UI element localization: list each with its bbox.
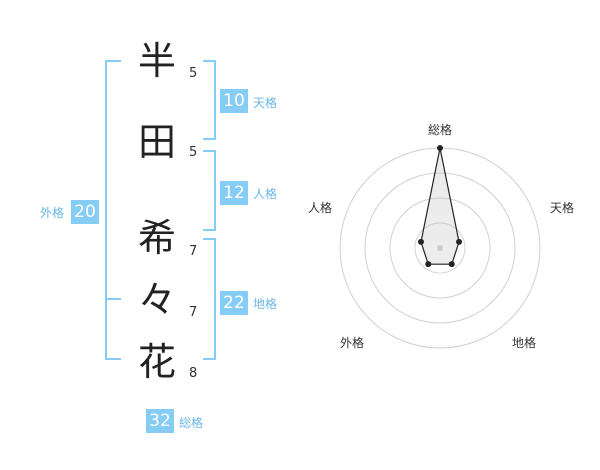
radar-grid-ring [364, 172, 516, 324]
radar-point-4 [425, 261, 432, 268]
tenkaku-bracket-vertical [214, 60, 216, 140]
gaikaku-bracket-vertical [105, 60, 107, 360]
name-char-4: 々 [137, 278, 176, 322]
radar-point-5 [417, 238, 424, 245]
radar-point-1 [437, 145, 443, 151]
radar-center-point [437, 245, 443, 251]
chikaku-label: 地格 [253, 297, 278, 311]
jinkaku-bracket-bottom [203, 229, 216, 231]
jinkaku-label: 人格 [253, 187, 278, 201]
gaikaku-bracket-mid [105, 298, 121, 300]
tenkaku-value: 10 [220, 89, 248, 113]
radar-data-polygon [420, 147, 460, 265]
gaikaku-value: 20 [71, 200, 99, 224]
radar-point-3 [448, 261, 455, 268]
radar-label-chikaku: 地格 [511, 336, 536, 350]
tenkaku-bracket-bottom [203, 138, 216, 140]
stroke-count-2: 5 [189, 145, 198, 160]
radar-point-2 [456, 238, 463, 245]
name-char-3: 希 [137, 216, 176, 260]
soukaku-value: 32 [146, 409, 174, 433]
radar-label-jinkaku: 人格 [307, 201, 332, 215]
tenkaku-label: 天格 [253, 96, 278, 110]
radar-label-gaikaku: 外格 [339, 336, 364, 350]
name-char-2: 田 [137, 120, 176, 164]
name-char-1: 半 [137, 39, 176, 83]
stroke-count-3: 7 [189, 244, 198, 259]
radar-grid-ring [414, 222, 466, 274]
radar-label-soukaku: 総格 [427, 123, 452, 137]
name-char-5: 花 [137, 340, 176, 384]
stroke-count-5: 8 [189, 366, 198, 381]
tenkaku-bracket-top [203, 60, 216, 62]
jinkaku-bracket-vertical [214, 150, 216, 231]
gaikaku-label: 外格 [40, 206, 65, 220]
chikaku-bracket-bottom [203, 358, 216, 360]
stroke-count-1: 5 [189, 66, 198, 81]
jinkaku-value: 12 [220, 181, 248, 205]
gaikaku-bracket-top [105, 60, 121, 62]
chikaku-bracket-top [203, 238, 216, 240]
soukaku-label: 総格 [179, 416, 204, 430]
chikaku-value: 22 [220, 291, 248, 315]
radar-label-tenkaku: 天格 [549, 201, 574, 215]
chikaku-bracket-vertical [214, 238, 216, 360]
radar-grid-ring [389, 197, 491, 299]
gaikaku-bracket-bottom [105, 358, 121, 360]
jinkaku-bracket-top [203, 150, 216, 152]
stroke-count-4: 7 [189, 305, 198, 320]
